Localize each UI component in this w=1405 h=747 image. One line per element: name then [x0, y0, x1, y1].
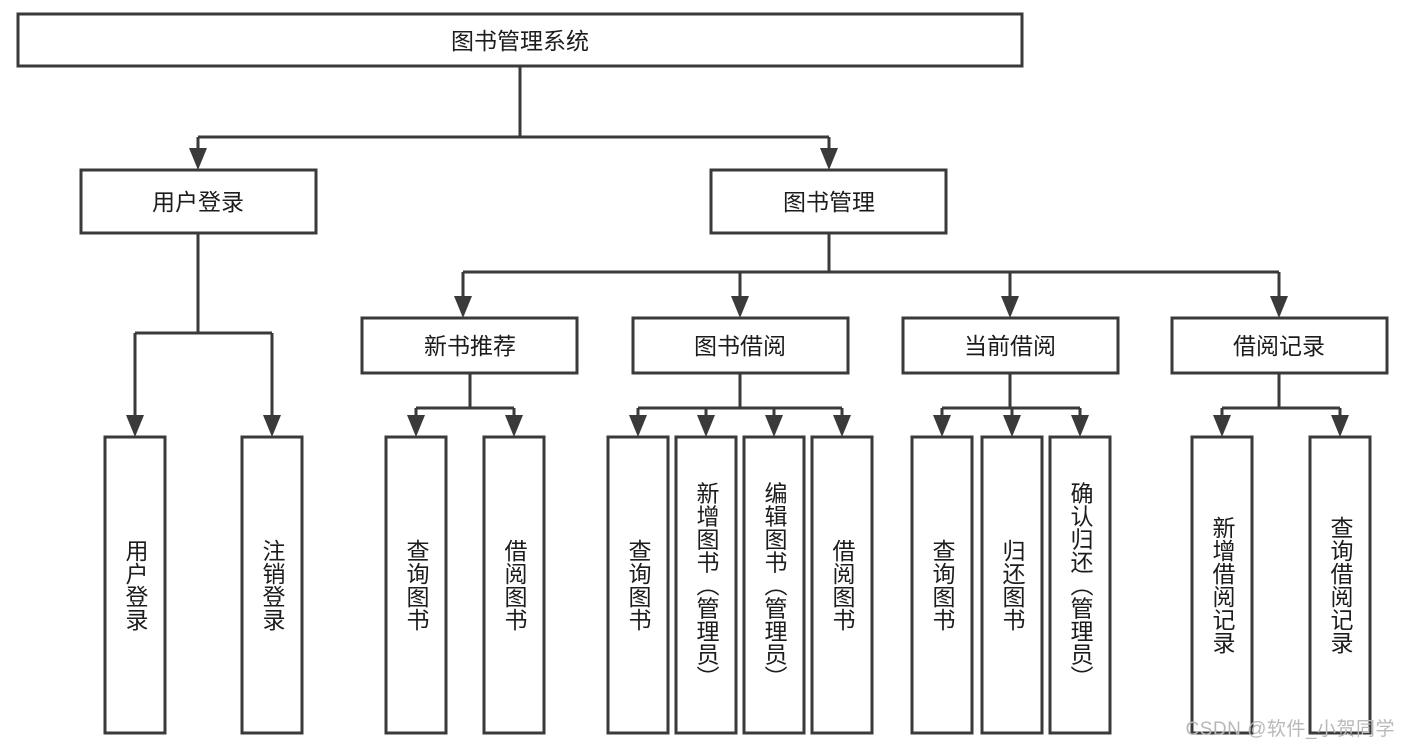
arrowhead-leaf-borrow-book-2: [833, 415, 851, 437]
node-leaf-add-book-box[interactable]: [674, 435, 738, 735]
node-leaf-user-login-label: 用户登录: [122, 539, 149, 631]
node-leaf-return-book[interactable]: 归还图书: [980, 435, 1044, 735]
arrowhead-leaf-confirm-return: [1071, 415, 1089, 437]
node-root-label: 图书管理系统: [451, 28, 589, 54]
arrowhead-new-book-recommend: [454, 296, 472, 318]
node-leaf-query-record-box[interactable]: [1308, 435, 1372, 735]
node-leaf-add-record-box[interactable]: [1190, 435, 1254, 735]
node-leaf-query-book-1-box[interactable]: [384, 435, 448, 735]
connector-group-borrow-record: [1213, 373, 1349, 437]
node-leaf-logout-box[interactable]: [240, 435, 304, 735]
node-leaf-query-record-label: 查询借阅记录: [1327, 516, 1354, 654]
node-current-borrow[interactable]: 当前借阅: [901, 316, 1120, 375]
node-book-management-label: 图书管理: [783, 189, 875, 215]
arrowhead-borrow-record: [1270, 296, 1288, 318]
node-leaf-query-record[interactable]: 查询借阅记录: [1308, 435, 1372, 735]
node-leaf-add-record[interactable]: 新增借阅记录: [1190, 435, 1254, 735]
node-borrow-record-label: 借阅记录: [1233, 333, 1325, 359]
arrowhead-leaf-add-record: [1213, 415, 1231, 437]
arrowhead-user-login: [189, 148, 207, 170]
arrowhead-leaf-borrow-book-1: [505, 415, 523, 437]
node-leaf-query-book-3-box[interactable]: [910, 435, 974, 735]
node-book-management[interactable]: 图书管理: [709, 168, 948, 235]
arrowhead-leaf-logout: [263, 415, 281, 437]
node-leaf-query-book-2-label: 查询图书: [625, 539, 652, 631]
node-leaf-add-book[interactable]: 新增图书（管理员）: [674, 435, 738, 735]
node-leaf-user-login[interactable]: 用户登录: [103, 435, 167, 735]
node-leaf-query-book-1-label: 查询图书: [403, 539, 430, 631]
node-leaf-query-book-2-box[interactable]: [606, 435, 670, 735]
node-leaf-return-book-label: 归还图书: [999, 539, 1026, 631]
node-leaf-query-book-2[interactable]: 查询图书: [606, 435, 670, 735]
node-new-book-recommend-box[interactable]: [360, 316, 579, 375]
node-leaf-edit-book-label: 编辑图书（管理员）: [761, 482, 788, 689]
node-leaf-borrow-book-2[interactable]: 借阅图书: [810, 435, 874, 735]
node-current-borrow-label: 当前借阅: [964, 333, 1056, 359]
node-leaf-logout-label: 注销登录: [259, 539, 286, 631]
node-leaf-borrow-book-2-label: 借阅图书: [829, 539, 856, 631]
node-leaf-confirm-return-label: 确认归还（管理员）: [1067, 482, 1094, 689]
arrowhead-leaf-user-login: [126, 415, 144, 437]
node-leaf-confirm-return-box[interactable]: [1048, 435, 1112, 735]
node-new-book-recommend-label: 新书推荐: [424, 333, 516, 359]
node-borrow-record[interactable]: 借阅记录: [1170, 316, 1389, 375]
connector-group-current-borrow: [933, 373, 1089, 437]
node-root-box[interactable]: [16, 12, 1024, 68]
node-leaf-edit-book[interactable]: 编辑图书（管理员）: [742, 435, 806, 735]
node-book-borrow-box[interactable]: [631, 316, 850, 375]
node-leaf-confirm-return[interactable]: 确认归还（管理员）: [1048, 435, 1112, 735]
node-root[interactable]: 图书管理系统: [16, 12, 1024, 68]
node-leaf-logout[interactable]: 注销登录: [240, 435, 304, 735]
arrowhead-leaf-query-book-1: [407, 415, 425, 437]
connector-group-new-book-recommend: [407, 373, 523, 437]
arrowhead-leaf-add-book: [697, 415, 715, 437]
arrowhead-book-borrow: [731, 296, 749, 318]
arrowhead-leaf-query-record: [1331, 415, 1349, 437]
node-book-borrow[interactable]: 图书借阅: [631, 316, 850, 375]
node-book-borrow-label: 图书借阅: [694, 333, 786, 359]
arrowhead-book-management: [820, 148, 838, 170]
connector-group-user-login: [126, 233, 281, 437]
node-borrow-record-box[interactable]: [1170, 316, 1389, 375]
node-leaf-query-book-3-label: 查询图书: [929, 539, 956, 631]
arrowhead-leaf-query-book-3: [933, 415, 951, 437]
node-leaf-user-login-box[interactable]: [103, 435, 167, 735]
node-leaf-edit-book-box[interactable]: [742, 435, 806, 735]
arrowhead-leaf-edit-book: [765, 415, 783, 437]
node-leaf-borrow-book-1-box[interactable]: [482, 435, 546, 735]
connector-group-book-management: [454, 233, 1288, 318]
node-leaf-return-book-box[interactable]: [980, 435, 1044, 735]
node-leaf-add-book-label: 新增图书（管理员）: [693, 482, 720, 689]
node-leaf-query-book-1[interactable]: 查询图书: [384, 435, 448, 735]
node-leaf-borrow-book-1-label: 借阅图书: [501, 539, 528, 631]
node-leaf-borrow-book-1[interactable]: 借阅图书: [482, 435, 546, 735]
node-user-login[interactable]: 用户登录: [79, 168, 318, 235]
node-leaf-borrow-book-2-box[interactable]: [810, 435, 874, 735]
arrowhead-current-borrow: [1001, 296, 1019, 318]
node-current-borrow-box[interactable]: [901, 316, 1120, 375]
node-user-login-label: 用户登录: [152, 189, 244, 215]
node-leaf-query-book-3[interactable]: 查询图书: [910, 435, 974, 735]
arrowhead-leaf-query-book-2: [629, 415, 647, 437]
node-leaf-add-record-label: 新增借阅记录: [1209, 516, 1236, 654]
node-book-management-box[interactable]: [709, 168, 948, 235]
node-new-book-recommend[interactable]: 新书推荐: [360, 316, 579, 375]
arrowhead-leaf-return-book: [1003, 415, 1021, 437]
connector-group-root: [189, 66, 838, 170]
node-user-login-box[interactable]: [79, 168, 318, 235]
connector-group-book-borrow: [629, 373, 851, 437]
